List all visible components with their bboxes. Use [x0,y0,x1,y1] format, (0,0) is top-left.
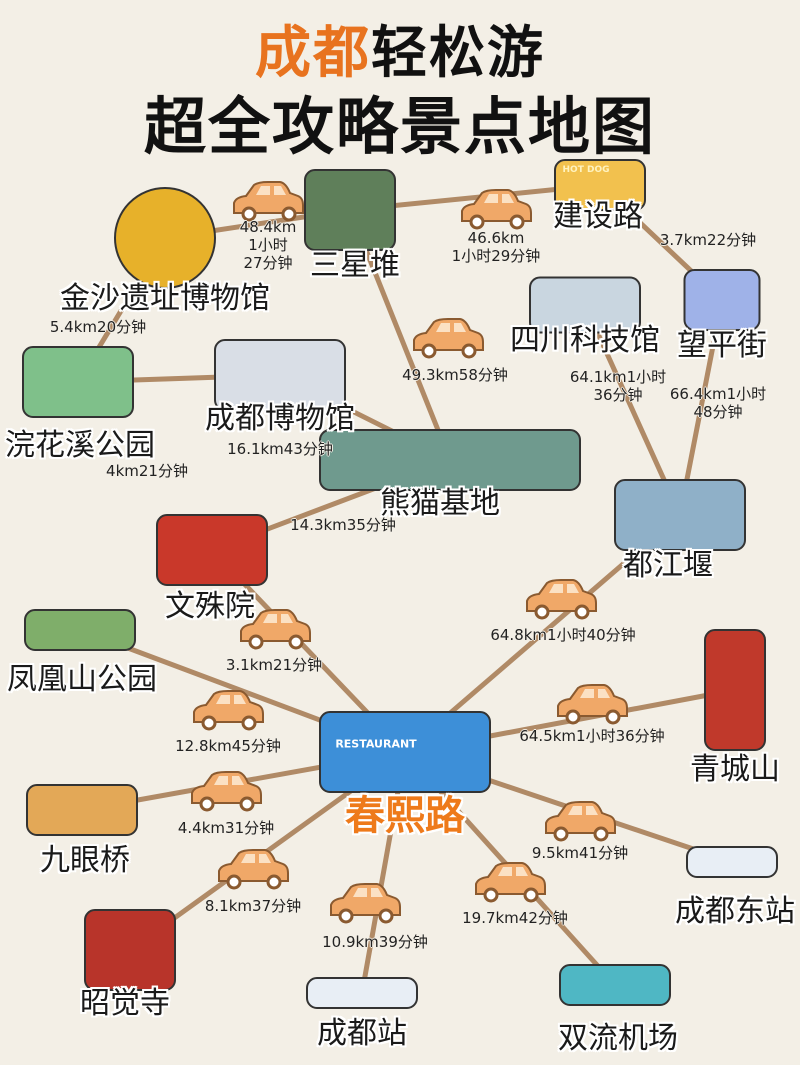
place-label: 成都博物馆 [205,401,355,436]
place-illustration-icon [214,339,346,411]
title-accent: 成都 [255,20,371,86]
car-icon [191,771,262,812]
place-label: 春熙路 [345,792,465,839]
car-icon [218,849,289,890]
place-label: 青城山 [690,752,780,787]
place-label: 四川科技馆 [510,323,660,358]
route-distance-label: 4.4km31分钟 [177,819,275,837]
place-label: 望平街 [677,328,767,363]
place-illustration-icon [304,169,396,251]
car-icon [193,690,264,731]
car-icon [461,189,532,230]
title-line-1: 成都轻松游 [0,8,800,89]
title-rest: 轻松游 [371,20,545,86]
place-label: 浣花溪公园 [5,428,155,463]
place-illustration-icon [24,609,136,651]
place-illustration-icon [683,269,761,331]
place-illustration-icon [614,479,746,551]
route-distance-label: 66.4km1小时 48分钟 [669,385,767,421]
place-illustration-icon [84,909,176,991]
route-line [347,207,453,463]
route-distance-label: 3.7km22分钟 [659,231,757,249]
car-icon [526,579,597,620]
place-illustration-icon [306,977,418,1009]
route-distance-label: 3.1km21分钟 [225,656,323,674]
place-label: 都江堰 [623,548,713,583]
place-label: 成都站 [317,1016,407,1051]
place-illustration-icon [686,846,778,878]
place-label: 双流机场 [558,1021,678,1056]
route-distance-label: 48.4km 1小时 27分钟 [239,218,297,272]
car-icon [557,684,628,725]
route-distance-label: 64.8km1小时40分钟 [490,626,636,644]
place-illustration-icon [114,187,216,289]
place-label: 成都东站 [675,894,795,929]
place-label: 熊猫基地 [380,486,500,521]
place-illustration-icon [156,514,268,586]
place-illustration-icon [319,429,581,491]
route-distance-label: 16.1km43分钟 [227,440,333,458]
place-illustration-icon [319,711,491,793]
route-distance-label: 8.1km37分钟 [204,897,302,915]
car-icon [545,801,616,842]
place-illustration-icon [529,276,641,334]
route-distance-label: 9.5km41分钟 [531,844,629,862]
route-distance-label: 4km21分钟 [106,462,188,480]
place-illustration-icon [559,964,671,1006]
car-icon [475,862,546,903]
route-distance-label: 5.4km20分钟 [49,318,147,336]
route-distance-label: 14.3km35分钟 [290,516,396,534]
place-illustration-icon [704,629,766,751]
car-icon [330,883,401,924]
route-distance-label: 10.9km39分钟 [322,933,428,951]
car-icon [233,181,304,222]
place-label: 昭觉寺 [80,986,170,1021]
route-distance-label: 49.3km58分钟 [402,366,508,384]
route-distance-label: 19.7km42分钟 [462,909,568,927]
restaurant-sign: RESTAURANT [335,737,417,751]
place-label: 三星堆 [310,248,400,283]
route-distance-label: 12.8km45分钟 [175,737,281,755]
route-distance-label: 46.6km 1小时29分钟 [451,229,541,265]
car-icon [413,318,484,359]
place-illustration-icon [22,346,134,418]
place-label: 金沙遗址博物馆 [60,281,270,316]
place-illustration-icon [554,159,646,211]
place-label: 建设路 [553,199,643,234]
place-label: 凤凰山公园 [7,662,157,697]
route-distance-label: 64.1km1小时 36分钟 [569,368,667,404]
place-illustration-icon [26,784,138,836]
place-label: 九眼桥 [40,843,130,878]
car-icon [240,609,311,650]
hot-dog-sign: HOT DOG [562,165,610,175]
title-line-2: 超全攻略景点地图 [143,90,656,163]
place-label: 文殊院 [165,589,255,624]
route-distance-label: 64.5km1小时36分钟 [519,727,665,745]
